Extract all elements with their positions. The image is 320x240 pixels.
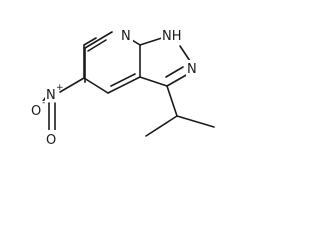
charge-nitro-n: + [56, 83, 64, 93]
atom-n7: N [121, 29, 131, 44]
bond-c6-c5 [83, 37, 97, 46]
bond-c6-n7-inner [87, 39, 107, 52]
bond-n2-c3 [166, 73, 189, 87]
atom-n2: N [187, 62, 197, 77]
bond-ch-me1 [145, 115, 178, 137]
atom-nitro-o-top: O [31, 104, 41, 119]
bond-ch-me2 [176, 115, 215, 128]
atom-nh: NH [162, 29, 182, 44]
bond-c5-c4 [83, 77, 109, 94]
molecule-diagram: N NH N N + O - O [31, 27, 215, 148]
atom-nitro-n: N [46, 88, 56, 103]
atom-nitro-o-bottom: O [46, 133, 56, 148]
charge-nitro-o-top: - [42, 98, 45, 108]
bond-n2-c3-inner [165, 66, 184, 78]
bond-c4-c3a [107, 76, 141, 94]
bond-c4-c3a-inner [110, 73, 136, 87]
bond-c3-c3a [139, 76, 168, 87]
bond-c5-nitro [59, 77, 85, 93]
bond-c3-ch [166, 85, 178, 117]
bond-c6-n7 [84, 31, 113, 49]
